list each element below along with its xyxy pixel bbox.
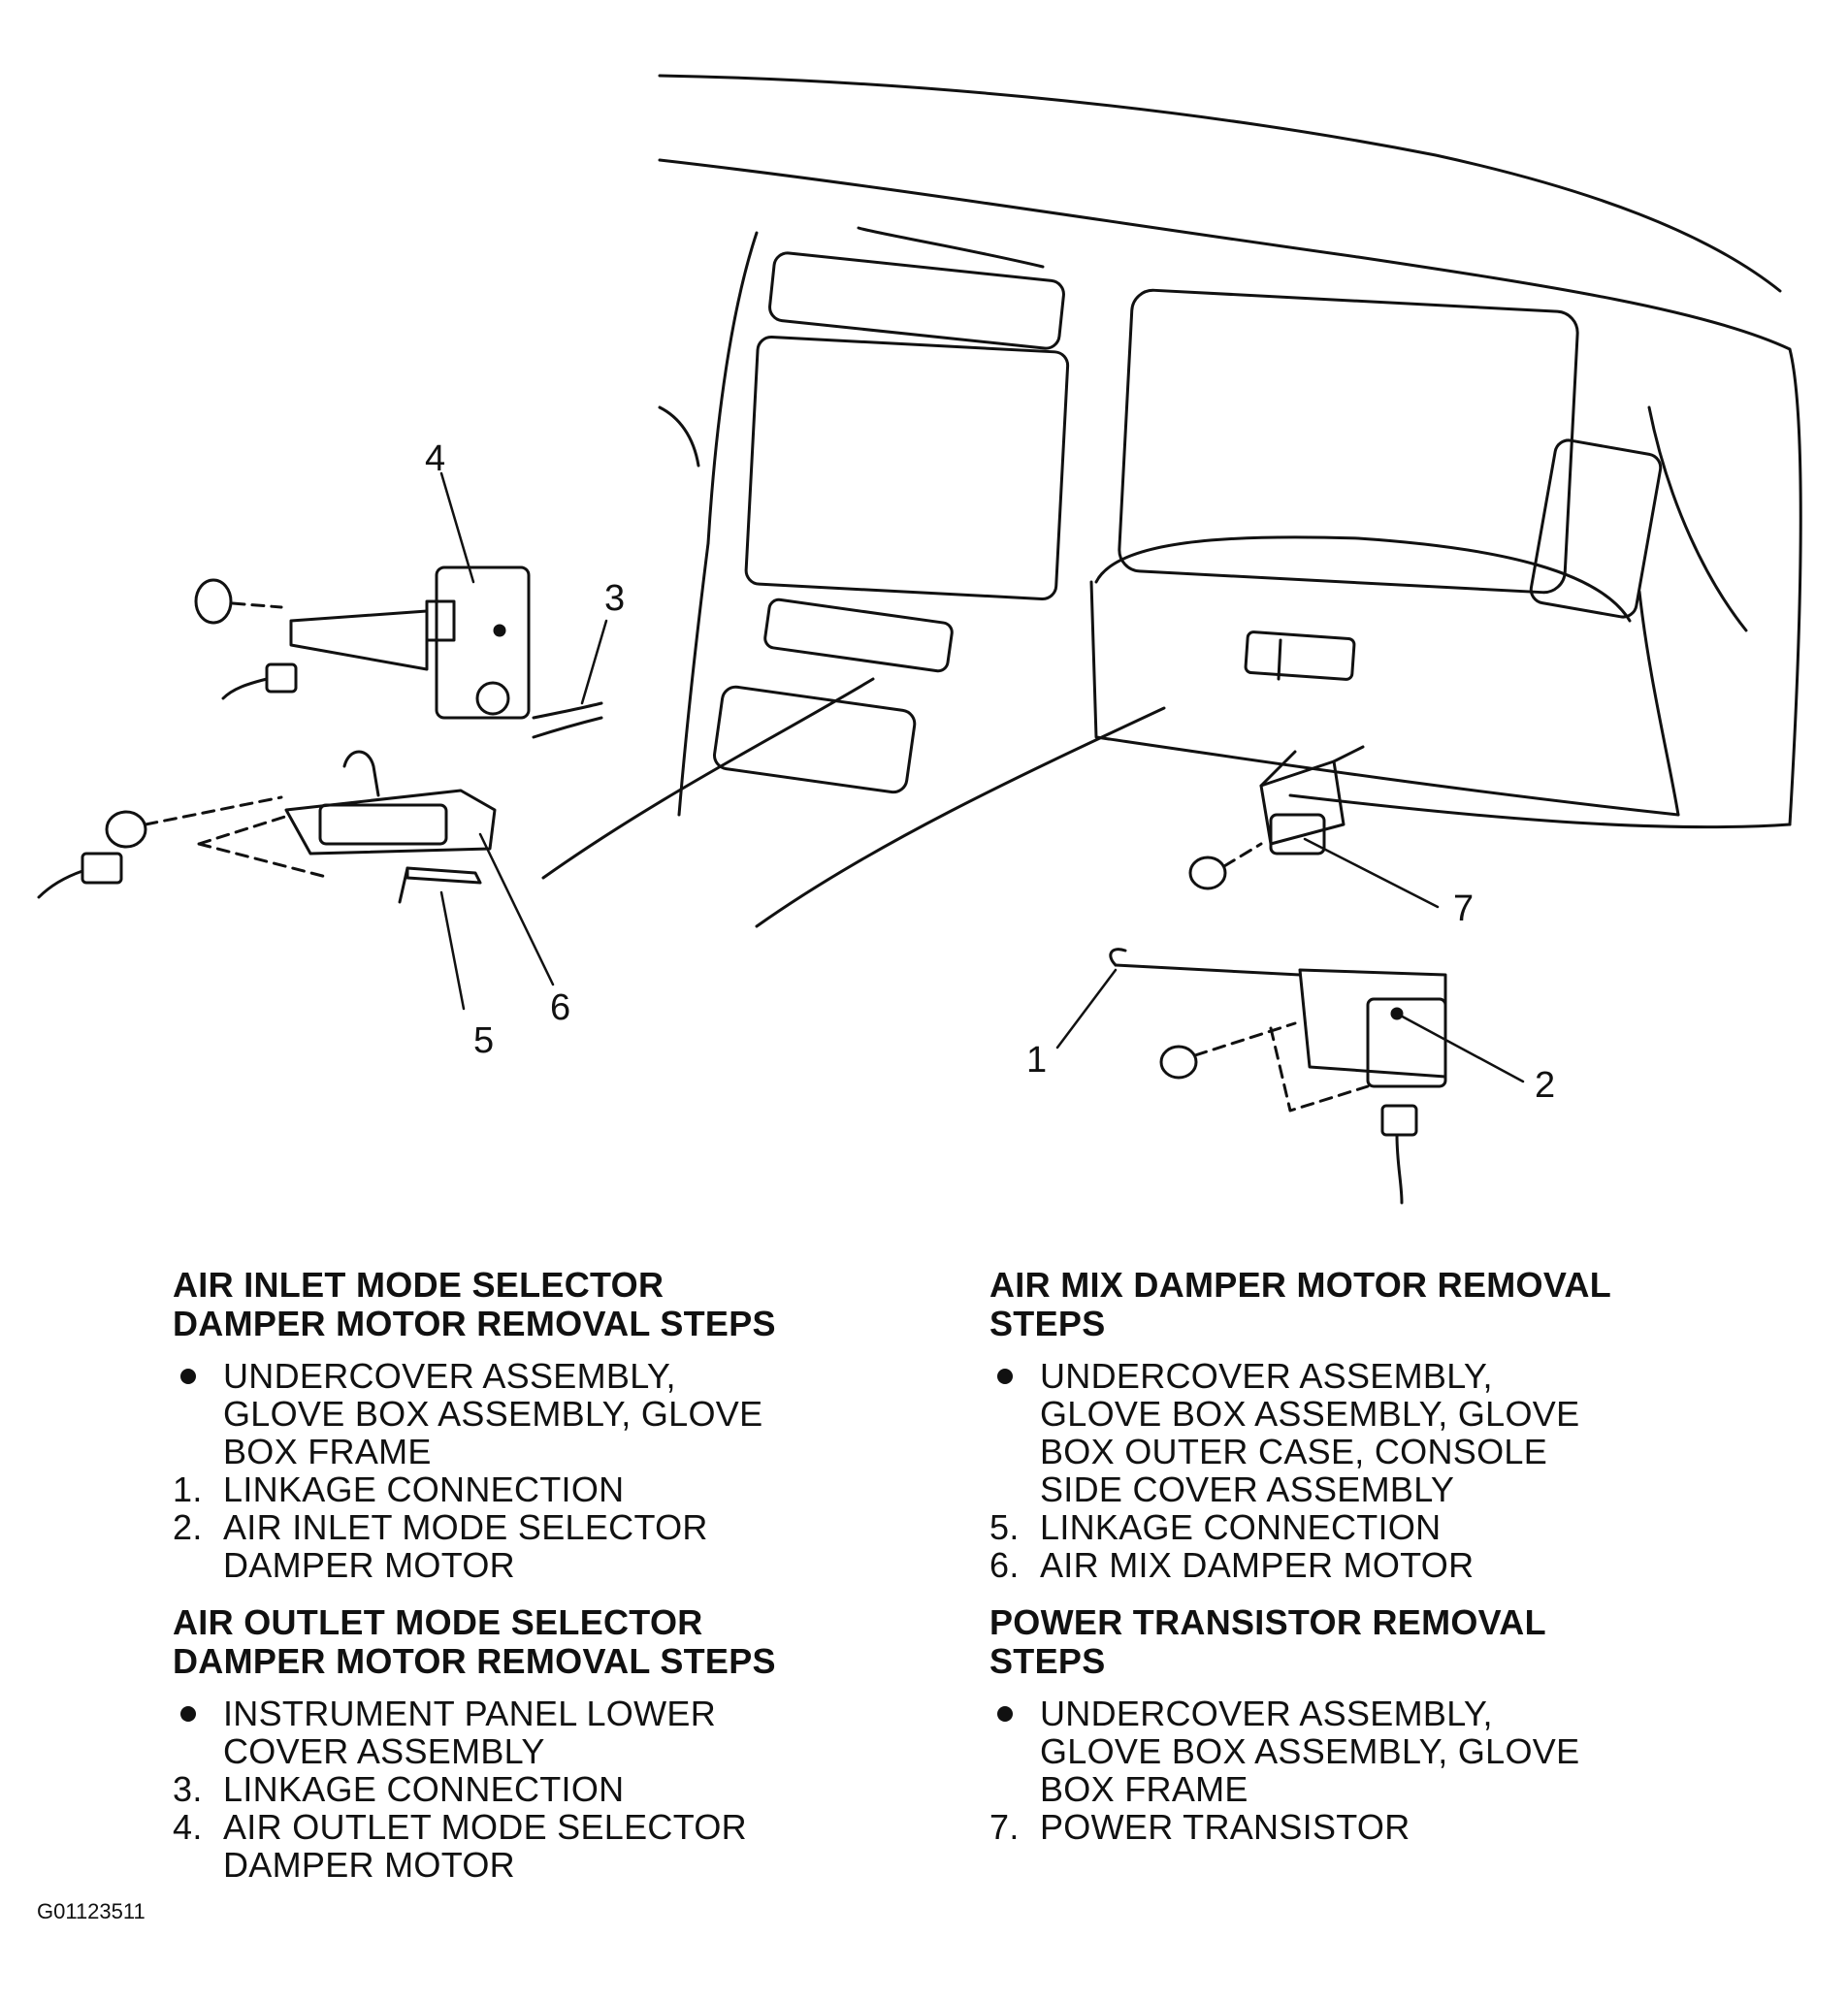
inlet-steps: UNDERCOVER ASSEMBLY, GLOVE BOX ASSEMBLY,… xyxy=(173,1357,871,1584)
step-item: UNDERCOVER ASSEMBLY, GLOVE BOX ASSEMBLY,… xyxy=(180,1356,763,1471)
dashboard-outline xyxy=(541,74,1802,928)
step-item: 1. LINKAGE CONNECTION xyxy=(173,1469,625,1509)
step-item: 7. POWER TRANSISTOR xyxy=(989,1807,1410,1847)
power-transistor-steps: UNDERCOVER ASSEMBLY, GLOVE BOX ASSEMBLY,… xyxy=(989,1695,1727,1846)
air-mix-section: AIR MIX DAMPER MOTOR REMOVAL STEPS UNDER… xyxy=(989,1265,1727,1585)
leader-lines xyxy=(439,471,1525,1083)
step-item: 6. AIR MIX DAMPER MOTOR xyxy=(989,1545,1475,1585)
callout-6: 6 xyxy=(550,987,571,1028)
step-item: 3. LINKAGE CONNECTION xyxy=(173,1769,625,1809)
outlet-steps: INSTRUMENT PANEL LOWER COVER ASSEMBLY 3.… xyxy=(173,1695,871,1884)
step-item: INSTRUMENT PANEL LOWER COVER ASSEMBLY xyxy=(180,1694,716,1771)
step-item: 5. LINKAGE CONNECTION xyxy=(989,1507,1442,1547)
step-item: UNDERCOVER ASSEMBLY, GLOVE BOX ASSEMBLY,… xyxy=(997,1356,1580,1509)
step-item: UNDERCOVER ASSEMBLY, GLOVE BOX ASSEMBLY,… xyxy=(997,1694,1580,1809)
figure-code: G01123511 xyxy=(37,1899,146,1923)
inlet-heading: AIR INLET MODE SELECTOR DAMPER MOTOR REM… xyxy=(173,1265,776,1343)
callout-2: 2 xyxy=(1535,1065,1556,1106)
dashboard-illustration xyxy=(37,74,1802,1205)
outlet-heading: AIR OUTLET MODE SELECTOR DAMPER MOTOR RE… xyxy=(173,1602,776,1681)
callout-7: 7 xyxy=(1453,888,1475,929)
air-mix-damper-motor xyxy=(37,750,497,904)
power-transistor-section: POWER TRANSISTOR REMOVAL STEPS UNDERCOVE… xyxy=(989,1602,1727,1847)
air-mix-steps: UNDERCOVER ASSEMBLY, GLOVE BOX ASSEMBLY,… xyxy=(989,1357,1727,1584)
outlet-section: AIR OUTLET MODE SELECTOR DAMPER MOTOR RE… xyxy=(173,1602,871,1885)
callout-5: 5 xyxy=(473,1020,495,1061)
air-mix-heading: AIR MIX DAMPER MOTOR REMOVAL STEPS xyxy=(989,1265,1612,1343)
step-item: 2. AIR INLET MODE SELECTOR DAMPER MOTOR xyxy=(173,1507,708,1585)
callout-3: 3 xyxy=(604,578,626,619)
step-item: 4. AIR OUTLET MODE SELECTOR DAMPER MOTOR xyxy=(173,1807,747,1885)
power-transistor xyxy=(1188,745,1365,890)
callout-1: 1 xyxy=(1026,1040,1048,1081)
inlet-section: AIR INLET MODE SELECTOR DAMPER MOTOR REM… xyxy=(173,1265,871,1585)
inlet-damper-motor xyxy=(1109,948,1447,1205)
left-column: AIR INLET MODE SELECTOR DAMPER MOTOR REM… xyxy=(173,1266,871,1903)
callout-4: 4 xyxy=(425,438,446,479)
center-console xyxy=(713,226,1070,794)
outlet-damper-motor xyxy=(194,565,603,739)
right-column: AIR MIX DAMPER MOTOR REMOVAL STEPS UNDER… xyxy=(989,1266,1727,1865)
glove-box xyxy=(1118,288,1663,681)
power-transistor-heading: POWER TRANSISTOR REMOVAL STEPS xyxy=(989,1602,1546,1681)
